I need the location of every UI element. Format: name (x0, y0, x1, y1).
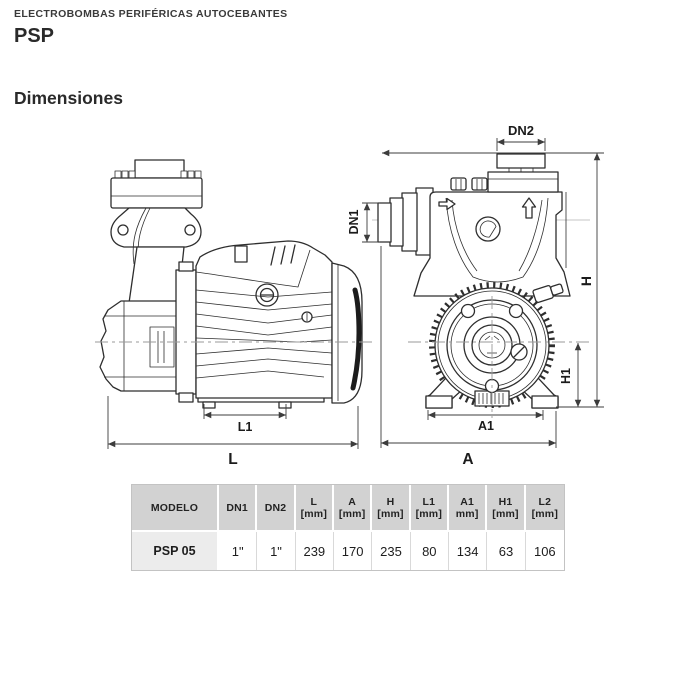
table-header-h1: H1 [mm] (487, 485, 526, 532)
dimension-label-l: L (228, 451, 237, 468)
table-cell-l2: 106 (525, 532, 564, 570)
page-header: ELECTROBOMBAS PERIFÉRICAS AUTOCEBANTES P… (14, 8, 287, 48)
cable-gland (532, 283, 564, 304)
table-header-l1: L1 [mm] (410, 485, 449, 532)
table-cell-l: 239 (295, 532, 334, 570)
dimension-label-h1: H1 (559, 368, 573, 384)
dimension-label-a1: A1 (478, 419, 494, 433)
table-header-h: H [mm] (372, 485, 411, 532)
section-title: Dimensiones (14, 88, 123, 108)
dimension-label-l1: L1 (238, 420, 253, 434)
table-cell-h1: 63 (487, 532, 526, 570)
dimension-annotations: L1 L DN2 DN1 H H1 A1 A (107, 123, 604, 468)
pump-side-view-drawing (95, 159, 372, 409)
pump-front-view-drawing (372, 153, 592, 418)
table-header-l2: L2 [mm] (525, 485, 564, 532)
table-header-a: A [mm] (333, 485, 373, 532)
dimension-label-dn2: DN2 (508, 123, 534, 138)
category-title: ELECTROBOMBAS PERIFÉRICAS AUTOCEBANTES (14, 8, 288, 20)
table-header-modelo: MODELO (132, 485, 219, 532)
page-title: PSP (14, 25, 55, 47)
table-header-a1: A1 mm] (448, 485, 488, 532)
table-cell-l1: 80 (410, 532, 449, 570)
table-header-dn2: DN2 (257, 485, 296, 532)
table-cell-h: 235 (372, 532, 411, 570)
flange-bolts (114, 170, 202, 179)
table-header-dn1: DN1 (219, 485, 258, 532)
table-cell-modelo: PSP 05 (132, 532, 219, 570)
flow-arrow-right-icon (438, 197, 456, 211)
table-cell-a: 170 (333, 532, 373, 570)
dimension-label-dn1: DN1 (347, 209, 361, 234)
dimensions-table: MODELO DN1 DN2 L [mm] A [mm] H [mm] L1 [… (131, 484, 565, 571)
table-cell-dn2: 1" (257, 532, 296, 570)
table-cell-dn1: 1" (219, 532, 258, 570)
dimension-label-a: A (462, 451, 473, 468)
table-cell-a1: 134 (448, 532, 488, 570)
flow-arrow-up-icon (521, 197, 537, 219)
table-header-l: L [mm] (295, 485, 334, 532)
bottom-ribs (478, 393, 504, 404)
dimension-label-h: H (578, 276, 594, 286)
